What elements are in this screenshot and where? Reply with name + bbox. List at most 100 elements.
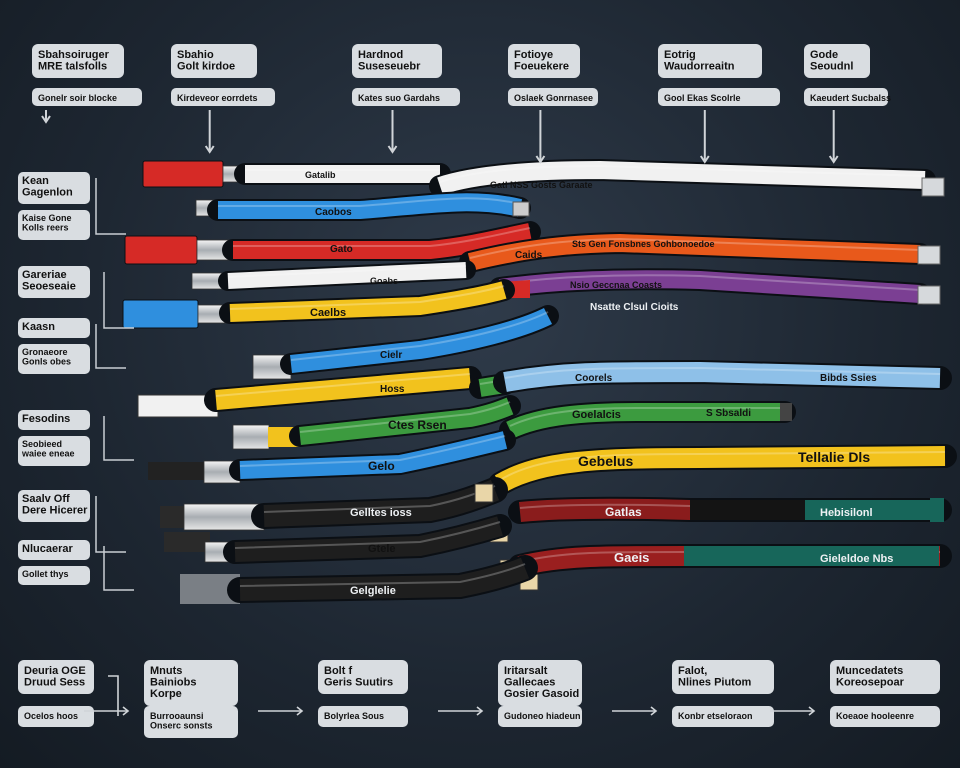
cable-body (229, 281, 507, 322)
cable-body (233, 223, 532, 259)
label-box (804, 44, 870, 78)
arrow-head-icon (808, 706, 816, 716)
bottom-label-sub: Konbr etseloraon (678, 711, 753, 721)
top-label-sub: Kaeudert Sucbalss (810, 93, 891, 103)
sub-label-box (18, 436, 90, 466)
arrow-head-icon (387, 145, 398, 154)
top-label-sub: Gool Ekas Scolrle (664, 93, 741, 103)
teal-band (805, 500, 935, 520)
sub-label-box (498, 706, 582, 727)
sub-label-box (658, 88, 780, 106)
label-box (18, 540, 90, 560)
left-label-title: Nlucaerar (22, 543, 73, 555)
cable-highlight (239, 435, 506, 467)
cable-label: Gtele (368, 543, 396, 555)
sub-label-box (352, 88, 460, 106)
cable-blue-3 (229, 429, 516, 481)
cable-body (215, 368, 471, 410)
bracket-connector (95, 178, 126, 235)
label-box (672, 660, 774, 694)
cable-body (299, 397, 514, 445)
cable-highlight (229, 285, 505, 310)
cable-highlight (234, 521, 501, 549)
label-box (18, 490, 90, 522)
cable-blue-1 (207, 191, 531, 221)
bracket-connector (103, 546, 134, 591)
cable-highlight (239, 563, 526, 587)
cable-label: Caelbs (310, 307, 346, 319)
left-label-title: Fesodins (22, 413, 70, 425)
label-box (18, 172, 90, 204)
cable-body (494, 446, 946, 493)
cable-white-long (429, 158, 936, 197)
bottom-label-sub: Koeaoe hooleenre (836, 711, 914, 721)
metal-plug (183, 503, 265, 531)
cables-group (122, 158, 957, 604)
cable-white-2 (218, 260, 476, 291)
cable-highlight (499, 451, 946, 481)
sub-label-box (144, 706, 238, 738)
cable-label: Gieleldoe Nbs (820, 553, 893, 565)
cable-orange-1 (459, 231, 931, 273)
sub-label-box (18, 210, 90, 240)
cable-highlight (469, 237, 921, 259)
sub-label-box (32, 88, 142, 106)
cable-highlight (504, 366, 941, 379)
cable-body (503, 361, 941, 392)
cable-highlight (519, 551, 940, 563)
cable-black-2 (223, 514, 512, 564)
cable-label: Bibds Ssies (820, 373, 877, 384)
bracket-connector (103, 272, 134, 329)
top-label-sub: Kates suo Gardahs (358, 93, 440, 103)
cable-body (290, 307, 553, 373)
sub-label-box (18, 344, 90, 374)
bracket-connector (95, 324, 126, 369)
teal-end (930, 498, 944, 522)
label-box (658, 44, 762, 78)
cable-body (234, 516, 503, 562)
label-box (830, 660, 940, 694)
cable-label: Gelltes ioss (350, 507, 412, 519)
cable-label: Sts Gen Fonsbnes Gohbonoedoe (572, 239, 715, 249)
cable-body (506, 403, 785, 439)
sub-label-box (672, 706, 774, 727)
plug-9 (183, 503, 265, 531)
connector-housing (124, 235, 198, 265)
top-label-sub: Kirdeveor eorrdets (177, 93, 258, 103)
label-box (18, 318, 90, 338)
cable-green-1 (289, 395, 521, 447)
cable-body (239, 557, 530, 601)
end-cap-3 (917, 285, 941, 305)
label-box (18, 266, 90, 298)
red-connector-1 (142, 160, 224, 188)
cable-dark-red (508, 496, 952, 524)
sub-label-box (508, 88, 598, 106)
label-box (18, 660, 94, 694)
arrow-head-icon (476, 706, 484, 716)
cable-label: Tellalie Dls (798, 449, 870, 465)
cable-highlight (227, 265, 467, 278)
arrow-head-icon (699, 155, 710, 164)
label-box (171, 44, 257, 78)
connector-housing (122, 299, 199, 329)
arrow-head-icon (296, 706, 304, 716)
